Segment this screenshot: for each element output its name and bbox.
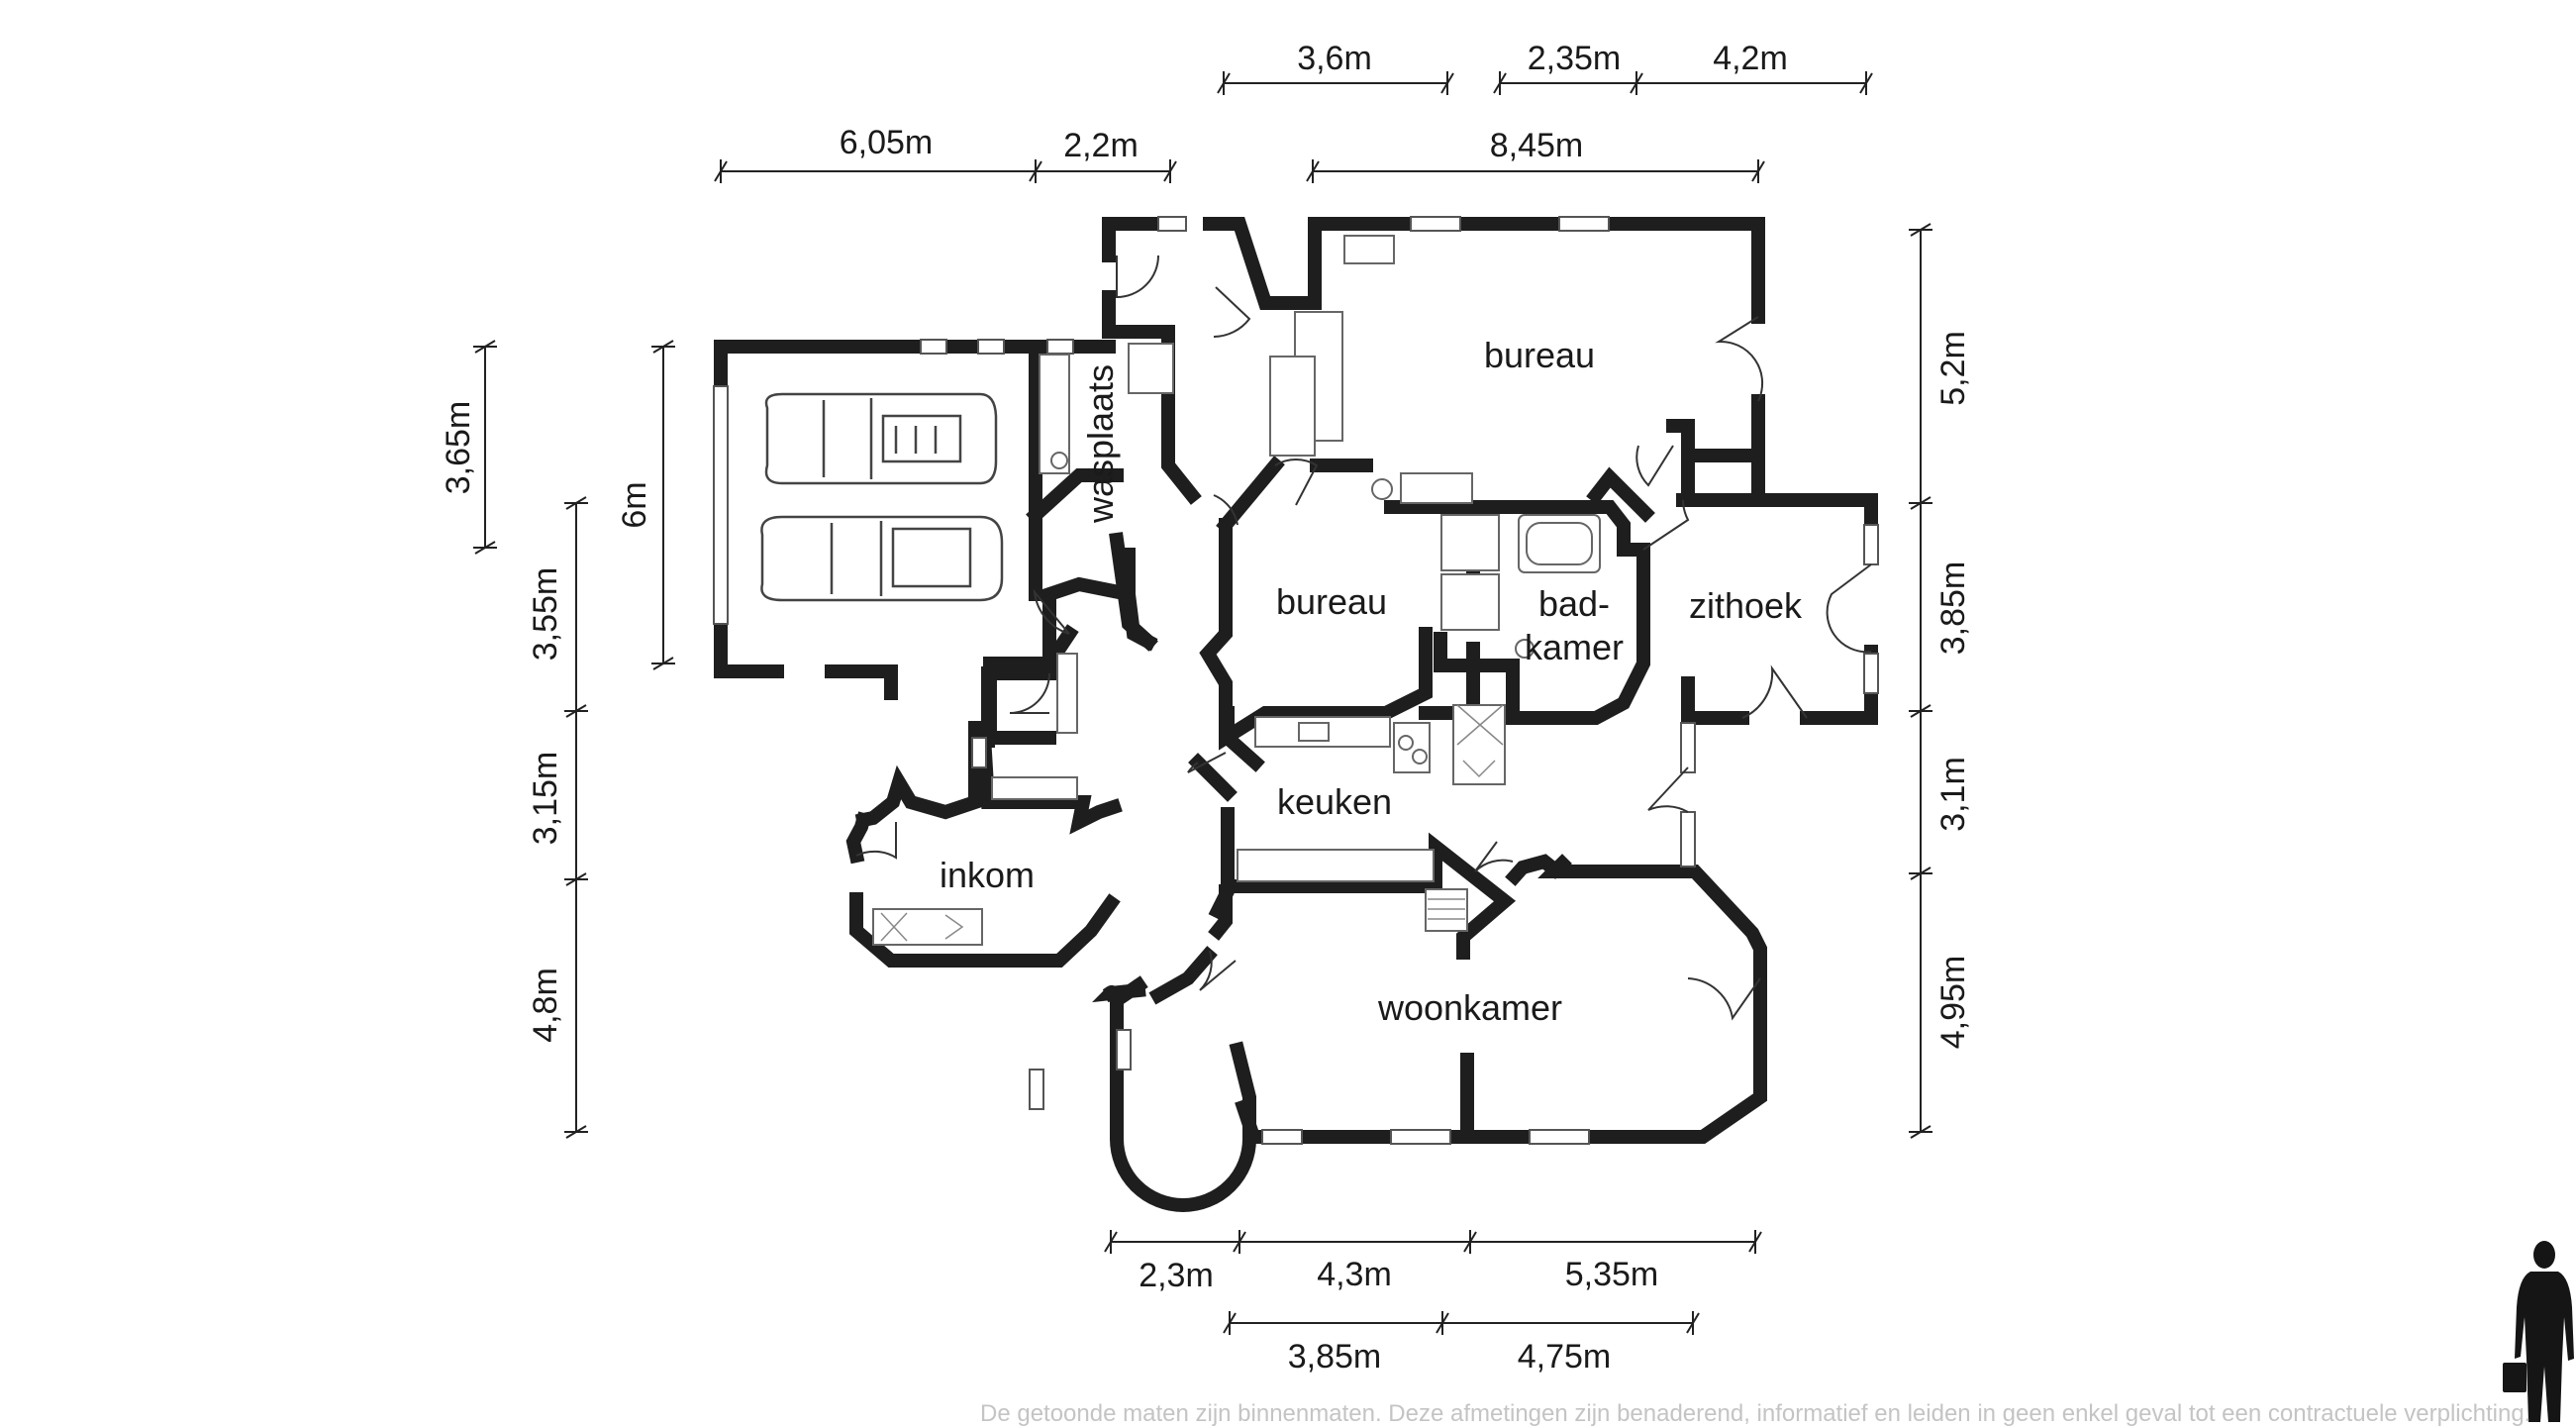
- room-label-badkamer-2: kamer: [1525, 627, 1624, 667]
- dim-top-3-6: 3,6m: [1297, 40, 1372, 77]
- dim-left-6: 6m: [616, 481, 653, 528]
- room-label-bureau-top: bureau: [1484, 335, 1595, 375]
- dim-right-4-95: 4,95m: [1934, 956, 1972, 1050]
- dim-left-4-8: 4,8m: [527, 968, 564, 1043]
- room-label-wasplaats: wasplaats: [1080, 364, 1121, 524]
- fixtures: [760, 235, 1601, 946]
- dim-right-3-85: 3,85m: [1934, 561, 1972, 656]
- dim-top-4-2: 4,2m: [1713, 40, 1788, 77]
- dim-bottom-2-3: 2,3m: [1139, 1257, 1214, 1294]
- room-label-inkom: inkom: [940, 855, 1035, 895]
- dim-top-2-2: 2,2m: [1063, 127, 1139, 164]
- dim-bottom-4-3: 4,3m: [1317, 1256, 1392, 1293]
- dim-left-3-65: 3,65m: [440, 401, 477, 495]
- dim-bottom-4-75: 4,75m: [1518, 1338, 1612, 1376]
- room-label-keuken: keuken: [1277, 781, 1392, 822]
- doors: [855, 255, 1872, 1021]
- dim-right-5-2: 5,2m: [1934, 331, 1972, 406]
- dim-left-3-15: 3,15m: [527, 752, 564, 846]
- dim-top-2-35: 2,35m: [1528, 40, 1622, 77]
- room-label-zithoek: zithoek: [1689, 585, 1803, 626]
- dim-top-8-45: 8,45m: [1490, 127, 1584, 164]
- person-silhouette-icon: [2503, 1241, 2574, 1422]
- dim-bottom-5-35: 5,35m: [1565, 1256, 1659, 1293]
- car-bottom: [760, 515, 1004, 602]
- car-top: [764, 392, 998, 485]
- dimension-lines: [473, 71, 1932, 1335]
- room-label-bureau-mid: bureau: [1276, 581, 1387, 622]
- dim-right-3-1: 3,1m: [1934, 757, 1972, 832]
- dim-bottom-3-85: 3,85m: [1288, 1338, 1382, 1376]
- disclaimer-text: De getoonde maten zijn binnenmaten. Deze…: [980, 1400, 2531, 1427]
- dim-left-3-55: 3,55m: [527, 567, 564, 662]
- room-label-badkamer-1: bad-: [1538, 583, 1610, 624]
- room-label-woonkamer: woonkamer: [1377, 987, 1562, 1028]
- dim-top-6-05: 6,05m: [840, 124, 934, 161]
